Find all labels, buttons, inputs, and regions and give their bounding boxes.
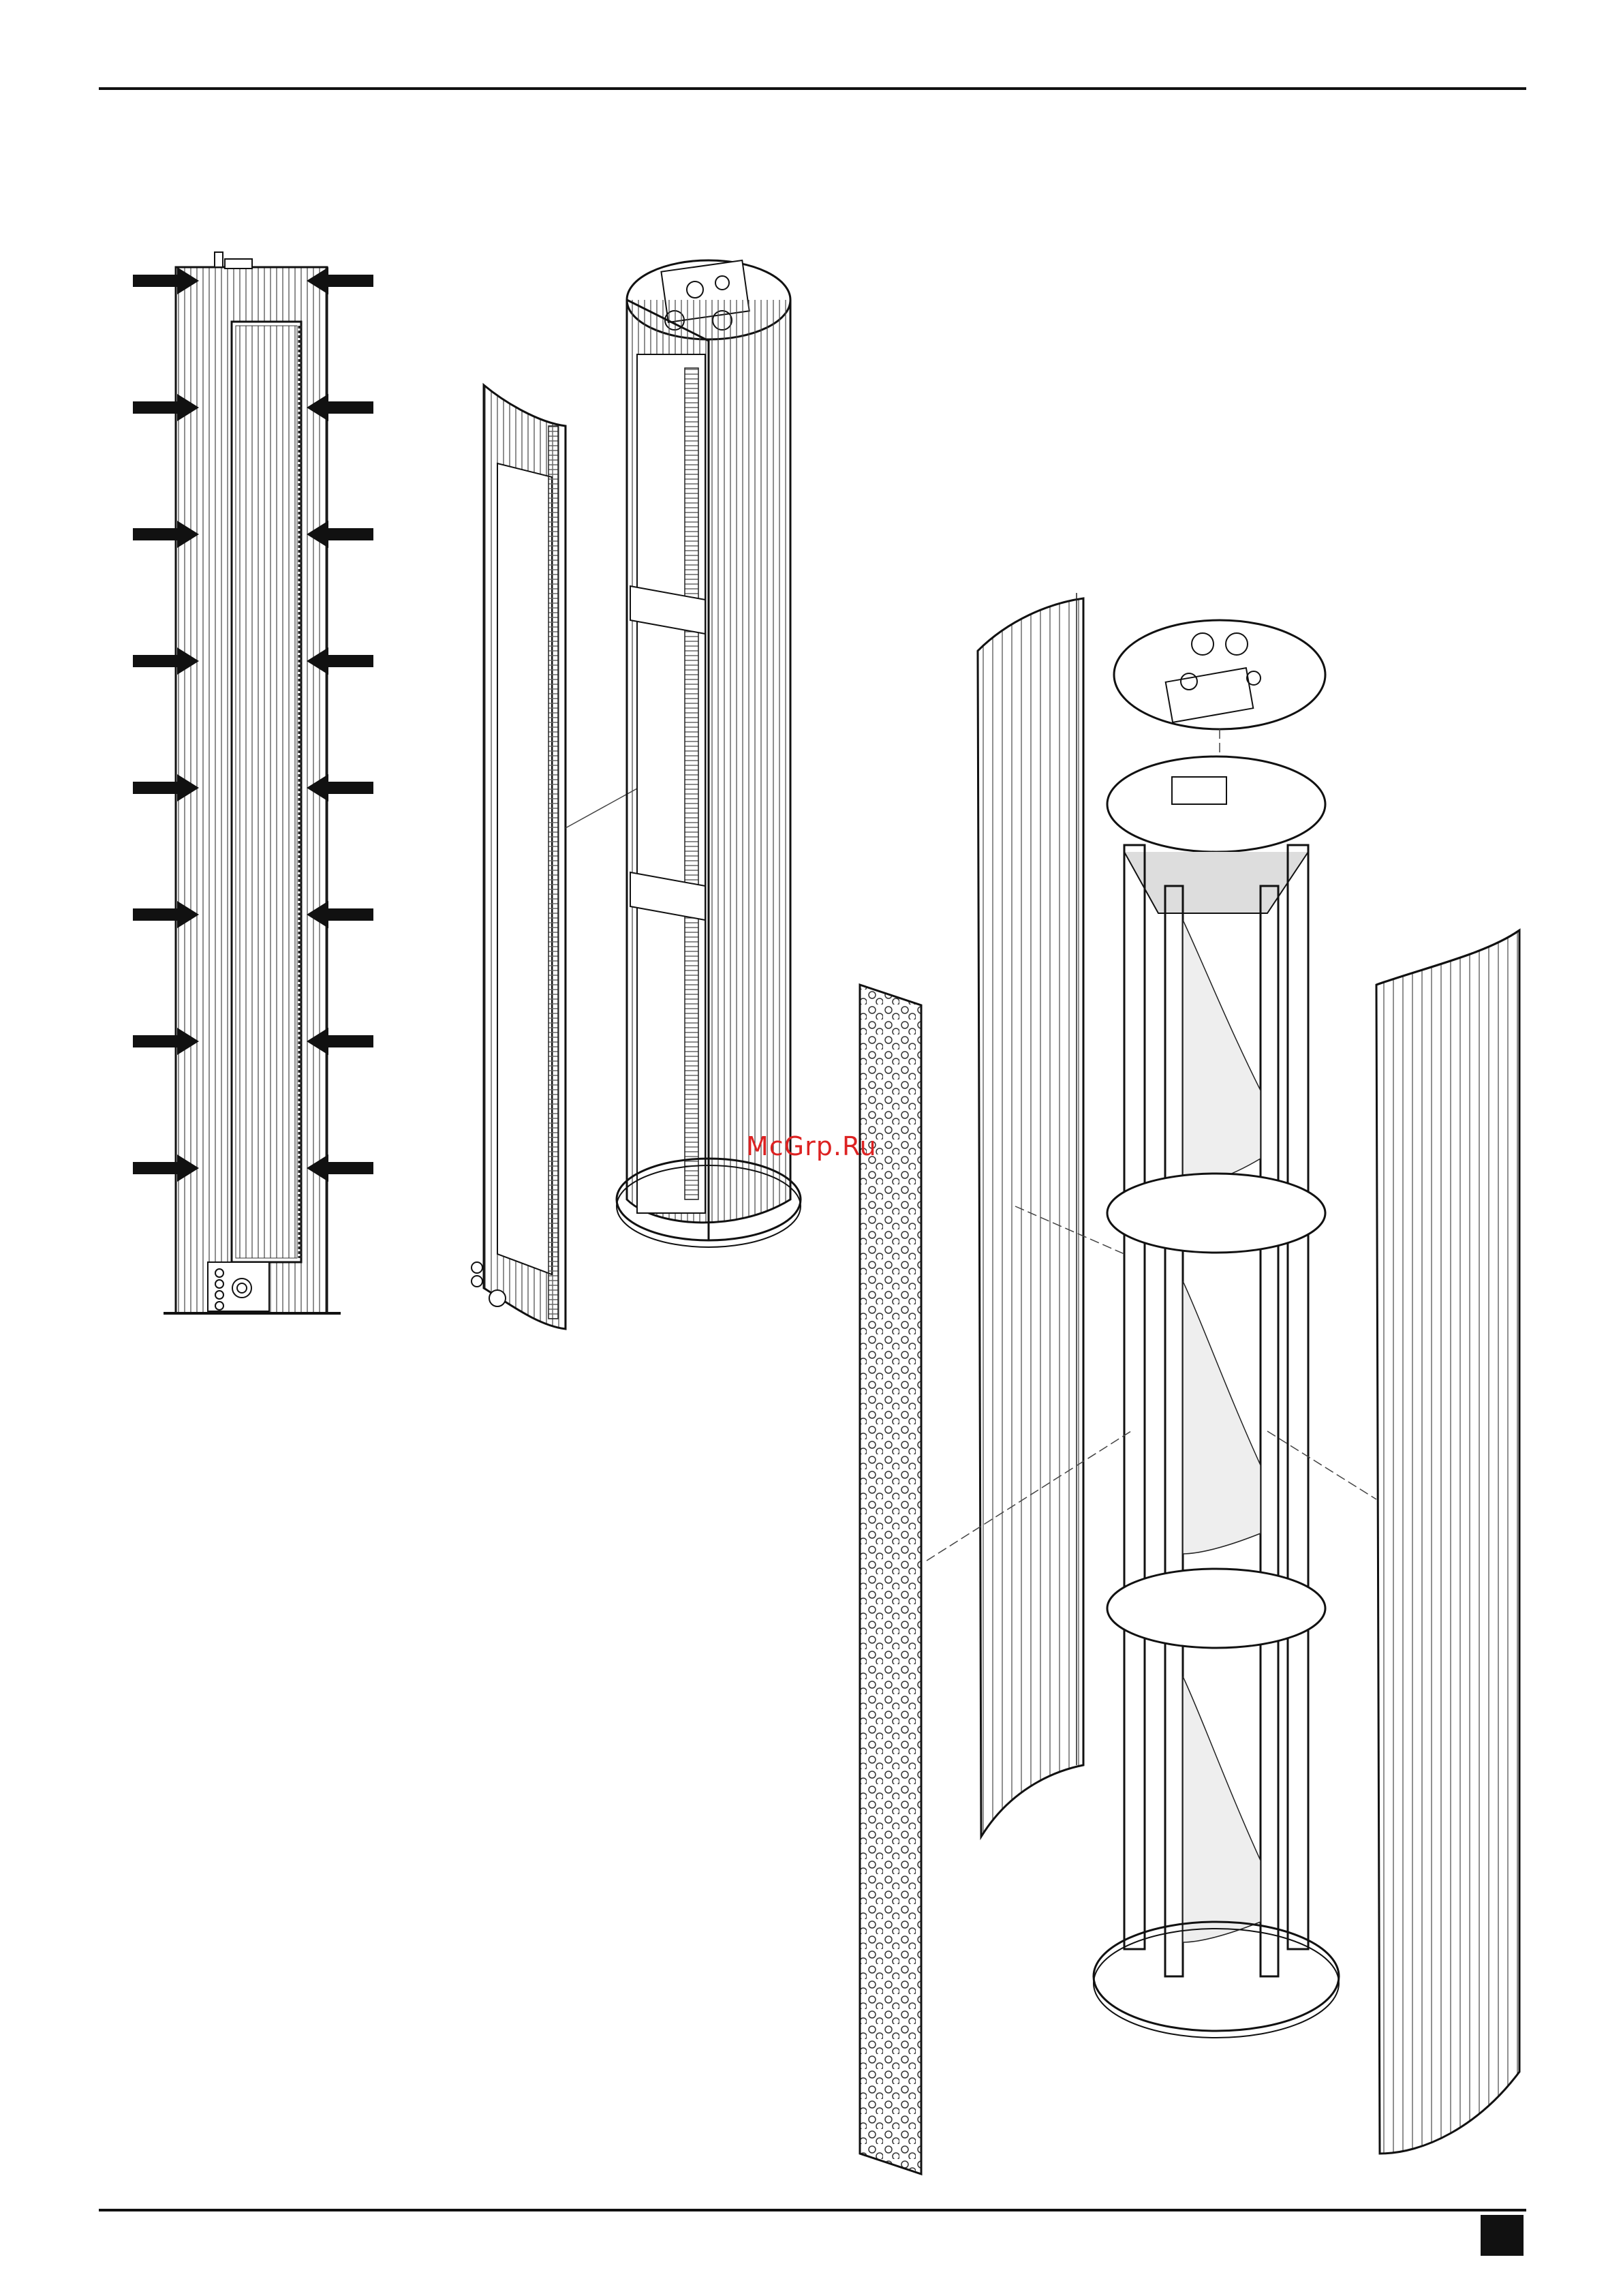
footer-rule [99, 2209, 1526, 2211]
watermark: McGrp.Ru [746, 1131, 877, 1161]
panel-right [1376, 930, 1519, 2154]
unit-rear-view [617, 260, 801, 1247]
top-cover [1114, 620, 1325, 777]
page-number-box [1481, 2215, 1524, 2256]
perforated-grille [860, 985, 921, 2174]
panel-left [978, 593, 1083, 1837]
